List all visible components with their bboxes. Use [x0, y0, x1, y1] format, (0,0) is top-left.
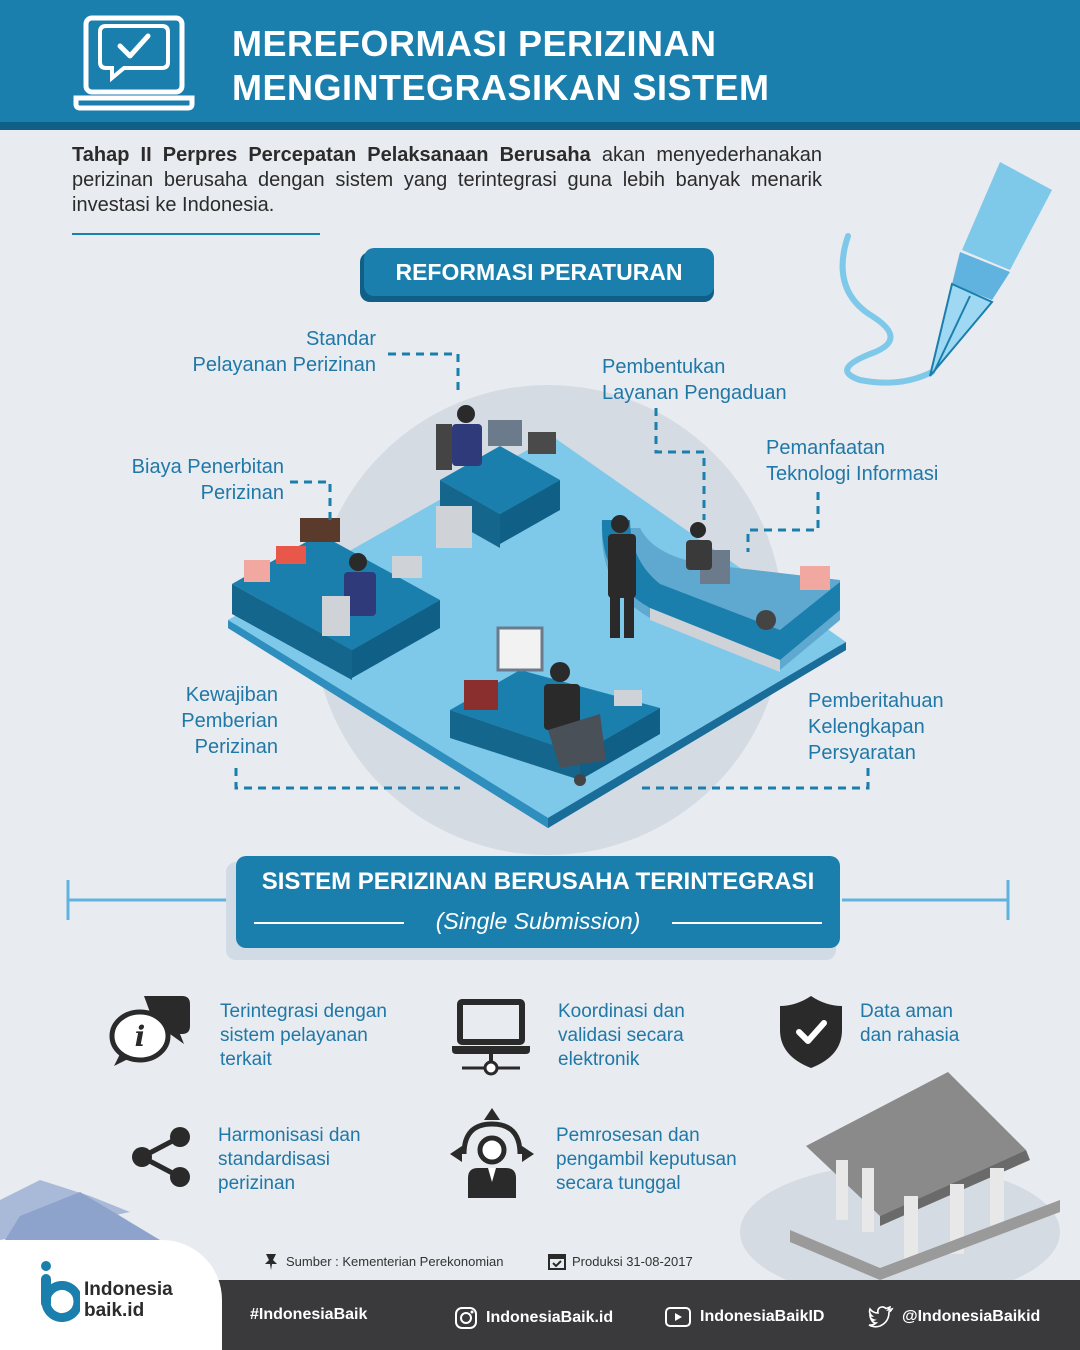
- sistem-subtitle: (Single Submission): [435, 908, 641, 934]
- share-icon: [132, 1127, 190, 1187]
- feature-line: elektronik: [558, 1049, 640, 1070]
- title-line-2: MENGINTEGRASIKAN SISTEM: [232, 67, 770, 108]
- reformasi-title: REFORMASI PERATURAN: [364, 248, 714, 296]
- label-line: Pembentukan: [602, 356, 726, 378]
- leader-lines: [234, 352, 870, 790]
- sistem-panel: SISTEM PERIZINAN BERUSAHA TERINTEGRASI (…: [236, 856, 840, 948]
- label-line: Standar: [305, 328, 376, 350]
- footer-twitter-link[interactable]: @IndonesiaBaikid: [868, 1306, 1040, 1328]
- feature-koordinasi: Koordinasi dan validasi secara elektroni…: [558, 1000, 685, 1072]
- intro-paragraph: Tahap II Perpres Percepatan Pelaksanaan …: [72, 143, 822, 218]
- youtube-handle: IndonesiaBaikID: [700, 1308, 825, 1325]
- instagram-handle: IndonesiaBaik.id: [486, 1309, 614, 1326]
- logo-panel: [0, 1240, 222, 1350]
- desk-left: [232, 518, 440, 680]
- label-line: Persyaratan: [808, 742, 916, 764]
- fountain-pen-icon: [839, 162, 1052, 386]
- label-pemanfaatan-teknologi: Pemanfaatan Teknologi Informasi: [766, 435, 938, 487]
- feature-line: standardisasi: [218, 1149, 330, 1170]
- feature-terintegrasi: Terintegrasi dengan sistem pelayanan ter…: [220, 1000, 387, 1072]
- feature-line: Harmonisasi dan: [218, 1125, 361, 1146]
- sistem-subtitle-row: (Single Submission): [236, 908, 840, 938]
- feature-line: dan rahasia: [860, 1025, 960, 1046]
- footer-instagram-link[interactable]: IndonesiaBaik.id: [454, 1306, 613, 1330]
- desk-top-manager: [436, 405, 560, 548]
- subtitle-rule-right: [672, 922, 822, 924]
- intro-bold: Tahap II Perpres Percepatan Pelaksanaan …: [72, 144, 591, 166]
- feature-line: Terintegrasi dengan: [220, 1001, 387, 1022]
- label-line: Pelayanan Perizinan: [192, 354, 376, 376]
- indonesiabaik-logo-icon: [41, 1261, 80, 1322]
- production-date: Produksi 31-08-2017: [548, 1252, 693, 1270]
- page-title: MEREFORMASI PERIZINAN MENGINTEGRASIKAN S…: [232, 22, 770, 110]
- label-line: Biaya Penerbitan: [131, 456, 284, 478]
- sistem-title: SISTEM PERIZINAN BERUSAHA TERINTEGRASI: [261, 868, 815, 895]
- feature-line: Koordinasi dan: [558, 1001, 685, 1022]
- production-text: Produksi 31-08-2017: [572, 1253, 693, 1269]
- pin-icon: [265, 1254, 277, 1270]
- feature-line: validasi secara: [558, 1025, 684, 1046]
- feature-line: pengambil keputusan: [556, 1149, 737, 1170]
- label-line: Kelengkapan: [808, 716, 925, 738]
- feature-line: Data aman: [860, 1001, 953, 1022]
- instagram-icon: [455, 1307, 477, 1329]
- label-line: Pemanfaatan: [766, 437, 885, 459]
- footer-hashtag[interactable]: #IndonesiaBaik: [250, 1306, 367, 1324]
- source-text: Sumber : Kementerian Perekonomian: [286, 1253, 504, 1269]
- feature-line: perizinan: [218, 1173, 296, 1194]
- svg-text:i: i: [135, 1020, 146, 1053]
- label-pemberitahuan-kelengkapan: Pemberitahuan Kelengkapan Persyaratan: [808, 688, 944, 766]
- twitter-handle: @IndonesiaBaikid: [902, 1308, 1041, 1325]
- label-line: Perizinan: [200, 482, 284, 504]
- laptop-checkmark-icon: [73, 15, 195, 111]
- person-arrows-icon: [450, 1108, 534, 1198]
- label-pembentukan-layanan: Pembentukan Layanan Pengaduan: [602, 354, 787, 406]
- label-standar-pelayanan: Standar Pelayanan Perizinan: [160, 326, 376, 378]
- feature-line: secara tunggal: [556, 1173, 681, 1194]
- info-chat-icon: i: [109, 996, 190, 1066]
- monitor-icon: [496, 626, 544, 672]
- label-line: Pemberitahuan: [808, 690, 944, 712]
- feature-line: Pemrosesan dan: [556, 1125, 700, 1146]
- logo-line-2: baik.id: [84, 1300, 145, 1321]
- laptop-network-icon: [452, 999, 530, 1076]
- feature-line: sistem pelayanan: [220, 1025, 368, 1046]
- feature-data-aman: Data aman dan rahasia: [860, 1000, 959, 1048]
- intro-underline: [72, 233, 320, 235]
- logo-line-1: Indonesia: [84, 1279, 173, 1300]
- label-line: Kewajiban: [185, 684, 278, 706]
- label-line: Perizinan: [194, 736, 278, 758]
- logo-wordmark: Indonesia baik.id: [84, 1279, 173, 1321]
- monitor-icon: [488, 420, 522, 446]
- service-counter: [601, 515, 840, 672]
- label-kewajiban-pemberian: Kewajiban Pemberian Perizinan: [130, 682, 278, 760]
- feature-pemrosesan: Pemrosesan dan pengambil keputusan secar…: [556, 1124, 737, 1196]
- calendar-icon: [548, 1254, 566, 1270]
- government-building-icon: [740, 1072, 1060, 1300]
- hashtag-text: #IndonesiaBaik: [250, 1306, 368, 1323]
- title-line-1: MEREFORMASI PERIZINAN: [232, 23, 717, 64]
- youtube-icon: [665, 1307, 691, 1327]
- desk-front: [450, 626, 660, 786]
- mountain-decor-2: [0, 1192, 160, 1248]
- feature-harmonisasi: Harmonisasi dan standardisasi perizinan: [218, 1124, 361, 1196]
- header-divider: [0, 122, 1080, 130]
- footer-youtube-link[interactable]: IndonesiaBaikID: [664, 1306, 824, 1328]
- source-credit: Sumber : Kementerian Perekonomian: [262, 1252, 504, 1270]
- twitter-icon: [868, 1306, 894, 1328]
- intro-text: akan menyederhanakan perizinan berusaha …: [72, 144, 822, 216]
- label-line: Teknologi Informasi: [766, 463, 939, 485]
- shield-check-icon: [780, 996, 842, 1068]
- label-line: Pemberian: [181, 710, 278, 732]
- label-biaya-penerbitan: Biaya Penerbitan Perizinan: [100, 454, 284, 506]
- label-line: Layanan Pengaduan: [602, 382, 787, 404]
- subtitle-rule-left: [254, 922, 404, 924]
- feature-line: terkait: [220, 1049, 272, 1070]
